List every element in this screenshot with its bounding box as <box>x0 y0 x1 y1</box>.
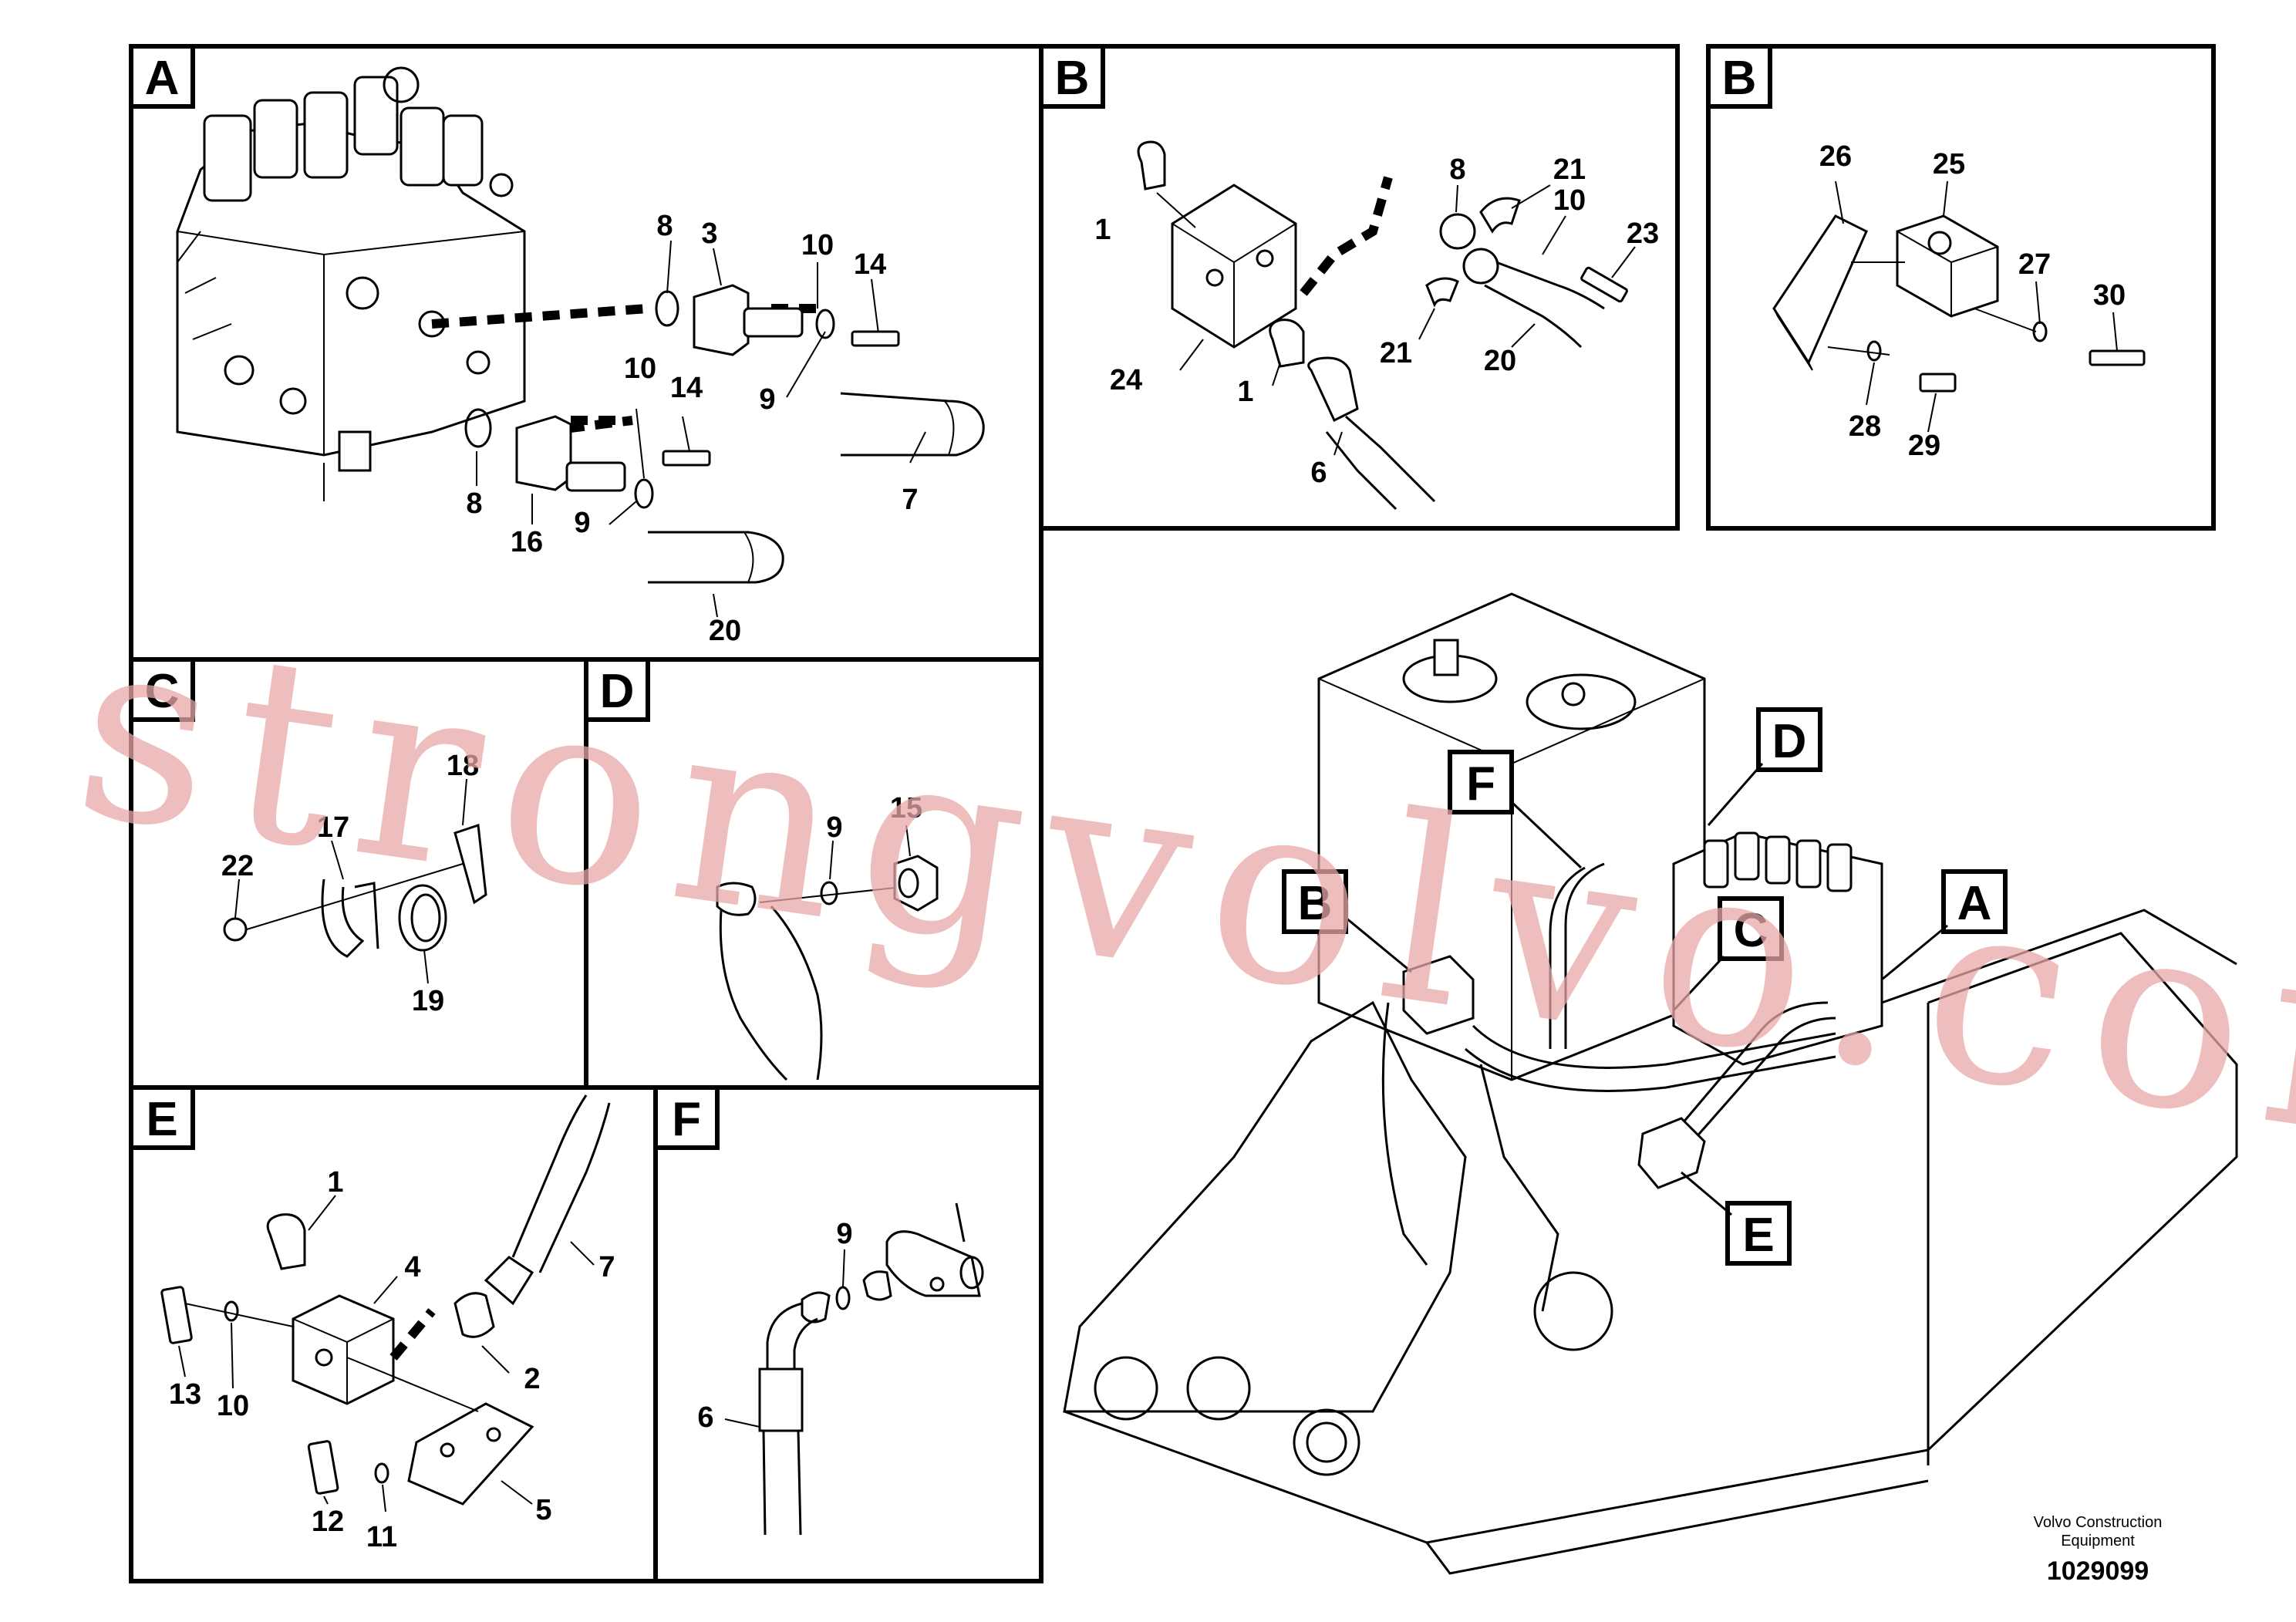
part-label-12: 12 <box>312 1506 344 1538</box>
svg-text:F: F <box>1466 757 1495 811</box>
part-label-10: 10 <box>217 1390 249 1422</box>
part-label-20: 20 <box>709 615 741 647</box>
part-label-9: 9 <box>574 507 590 539</box>
part-label-10: 10 <box>1553 184 1586 217</box>
control-valve-drawing <box>176 66 526 501</box>
part-label-4: 4 <box>404 1251 420 1283</box>
part-label-14: 14 <box>670 372 703 404</box>
callout-d: D <box>1707 707 1822 826</box>
panel-c-label: C <box>145 665 180 718</box>
svg-text:C: C <box>1734 904 1768 957</box>
panel-b-bracket: B 26 25 27 30 28 29 <box>1706 44 2216 531</box>
part-label-16: 16 <box>511 526 543 558</box>
part-label-27: 27 <box>2018 248 2051 281</box>
callout-e: E <box>1681 1171 1792 1266</box>
part-label-15: 15 <box>890 792 922 824</box>
part-label-6: 6 <box>1310 457 1327 489</box>
callout-c: C <box>1672 896 1784 1012</box>
panel-f-label: F <box>672 1093 701 1146</box>
part-label-23: 23 <box>1627 218 1659 250</box>
panel-f: F 9 6 <box>653 1085 1043 1583</box>
part-label-10: 10 <box>801 229 834 261</box>
flange-lower <box>464 408 784 584</box>
panel-a: A <box>129 44 1043 662</box>
part-label-10: 10 <box>624 352 656 385</box>
panel-e-label: E <box>146 1093 177 1146</box>
watermark-text: strongvolvo.com <box>62 577 2296 1214</box>
panel-c: C 18 17 22 19 <box>129 657 588 1090</box>
part-label-21: 21 <box>1553 153 1586 186</box>
part-label-1: 1 <box>1094 214 1111 246</box>
company-name-line2: Equipment <box>2061 1533 2135 1549</box>
part-label-7: 7 <box>902 484 918 516</box>
drawing-number: 1029099 <box>2047 1556 2149 1586</box>
flange-upper <box>655 284 985 457</box>
part-label-2: 2 <box>524 1363 540 1395</box>
svg-text:D: D <box>1772 715 1807 768</box>
part-label-9: 9 <box>836 1218 852 1250</box>
part-label-8: 8 <box>466 487 482 520</box>
part-label-1: 1 <box>1237 376 1253 408</box>
part-label-7: 7 <box>598 1251 615 1283</box>
callout-b: B <box>1282 869 1412 973</box>
part-label-19: 19 <box>412 985 444 1017</box>
part-label-24: 24 <box>1110 364 1142 396</box>
svg-text:E: E <box>1742 1209 1774 1262</box>
part-label-6: 6 <box>697 1401 713 1434</box>
part-label-17: 17 <box>317 811 349 844</box>
part-label-29: 29 <box>1908 430 1940 462</box>
callout-f: F <box>1448 750 1583 869</box>
part-label-8: 8 <box>656 210 673 242</box>
part-label-5: 5 <box>535 1494 551 1526</box>
svg-text:B: B <box>1298 877 1333 930</box>
part-label-11: 11 <box>366 1521 397 1553</box>
footer: Volvo Construction Equipment 1029099 <box>2034 1514 2163 1586</box>
part-label-20: 20 <box>1484 345 1516 377</box>
part-label-18: 18 <box>447 750 479 782</box>
part-label-21: 21 <box>1380 337 1412 369</box>
panel-b1-label: B <box>1055 52 1090 105</box>
part-label-13: 13 <box>169 1378 201 1411</box>
svg-text:A: A <box>1957 877 1992 930</box>
part-label-8: 8 <box>1449 153 1465 186</box>
company-name-line1: Volvo Construction <box>2034 1514 2163 1531</box>
part-label-3: 3 <box>701 218 717 250</box>
part-label-9: 9 <box>826 811 842 844</box>
part-label-14: 14 <box>854 248 886 281</box>
panel-e: E 1 4 7 13 10 2 12 11 5 <box>129 1085 658 1583</box>
callout-a: A <box>1881 869 2008 981</box>
part-label-28: 28 <box>1849 410 1881 443</box>
part-label-30: 30 <box>2093 279 2126 312</box>
part-label-22: 22 <box>221 850 254 882</box>
part-label-25: 25 <box>1933 148 1965 180</box>
panel-a-label: A <box>145 52 180 105</box>
part-label-26: 26 <box>1819 140 1852 173</box>
panel-d-label: D <box>600 665 635 718</box>
panel-b-fittings: B 1 8 21 10 23 24 1 21 2 <box>1039 44 1680 531</box>
panel-b2-label: B <box>1722 52 1757 105</box>
part-label-1: 1 <box>327 1166 343 1199</box>
part-label-9: 9 <box>759 383 775 416</box>
machine-overview-drawing: B F D C A E <box>1063 592 2238 1575</box>
